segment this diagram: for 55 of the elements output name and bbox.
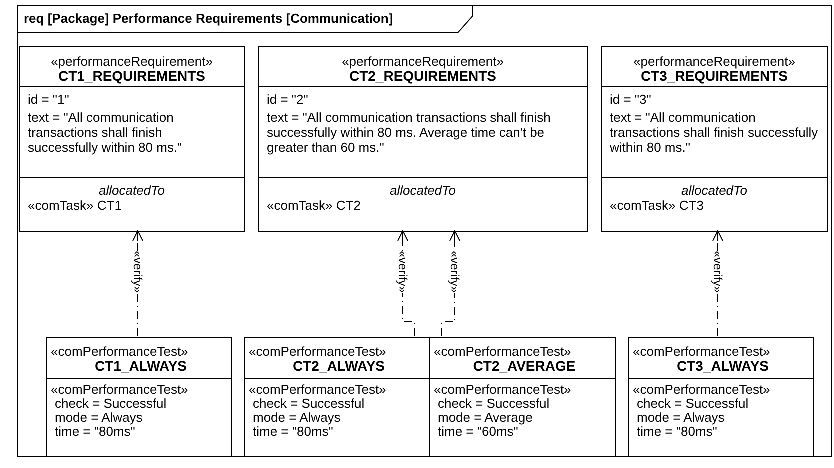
stereotype-label: «comPerformanceTest»: [434, 383, 572, 397]
stereotype-label: «comPerformanceTest»: [249, 344, 388, 359]
mode-property: mode = Always: [54, 411, 144, 425]
edge-label: «verify»: [132, 250, 144, 294]
stereotype-label: «comPerformanceTest»: [249, 383, 388, 397]
test-name: CT2_ALWAYS: [292, 359, 386, 373]
id-property: id = "2": [267, 92, 310, 107]
time-property: time = "60ms": [437, 425, 518, 439]
time-property: time = "80ms": [54, 425, 136, 439]
requirement-block: [601, 46, 828, 232]
time-property: time = "80ms": [636, 425, 718, 439]
edge-label: «verify»: [397, 250, 410, 294]
allocated-to-label: allocatedTo: [98, 183, 166, 198]
edge-label: «verify»: [712, 250, 724, 294]
test-block: [46, 337, 232, 457]
allocated-to-label: allocatedTo: [680, 183, 748, 198]
text-property: text = "All communication transactions shall finish successfully within 80 ms.": [28, 110, 184, 155]
test-name: CT1_ALWAYS: [94, 359, 188, 373]
requirement-block: [258, 46, 588, 232]
stereotype-label: «comPerformanceTest»: [51, 344, 190, 359]
requirement-name: CT1_REQUIREMENTS: [58, 69, 206, 83]
test-block: [429, 337, 616, 457]
check-property: check = Successful: [252, 397, 366, 411]
stereotype-label: «performanceRequirement»: [50, 54, 214, 69]
requirement-name: CT2_REQUIREMENTS: [349, 69, 497, 83]
allocated-to-label: allocatedTo: [388, 183, 457, 198]
stereotype-label: «comPerformanceTest»: [633, 383, 772, 397]
allocated-task: «comTask» CT3: [610, 198, 705, 213]
test-block: [244, 337, 430, 457]
mode-property: mode = Always: [252, 411, 342, 425]
check-property: check = Successful: [54, 397, 168, 411]
frame-title: req [Package] Performance Requirements [Communication]: [24, 11, 394, 26]
allocated-task: «comTask» CT1: [28, 198, 123, 213]
text-property: text = "All communication transactions shall finish successfully within 80 ms.": [610, 110, 819, 155]
id-property: id = "3": [610, 92, 652, 107]
requirement-block: [19, 46, 245, 232]
test-name: CT3_ALWAYS: [676, 359, 770, 373]
allocated-task: «comTask» CT2: [267, 198, 362, 213]
package-frame: [17, 5, 832, 457]
test-block: [628, 337, 814, 457]
stereotype-label: «comPerformanceTest»: [51, 383, 190, 397]
check-property: check = Successful: [636, 397, 750, 411]
mode-property: mode = Average: [437, 411, 534, 425]
check-property: check = Successful: [437, 397, 551, 411]
text-property: text = "All communication transactions shall finish successfully within 80 ms. Average time can't be greater than 60 ms.": [267, 110, 552, 155]
stereotype-label: «comPerformanceTest»: [633, 344, 772, 359]
time-property: time = "80ms": [252, 425, 334, 439]
stereotype-label: «performanceRequirement»: [632, 54, 796, 69]
requirement-name: CT3_REQUIREMENTS: [640, 69, 788, 83]
id-property: id = "1": [28, 92, 70, 107]
edge-label: «verify»: [449, 250, 462, 294]
stereotype-label: «comPerformanceTest»: [434, 344, 572, 359]
stereotype-label: «performanceRequirement»: [341, 54, 505, 69]
test-name: CT2_AVERAGE: [472, 359, 577, 373]
mode-property: mode = Always: [636, 411, 726, 425]
